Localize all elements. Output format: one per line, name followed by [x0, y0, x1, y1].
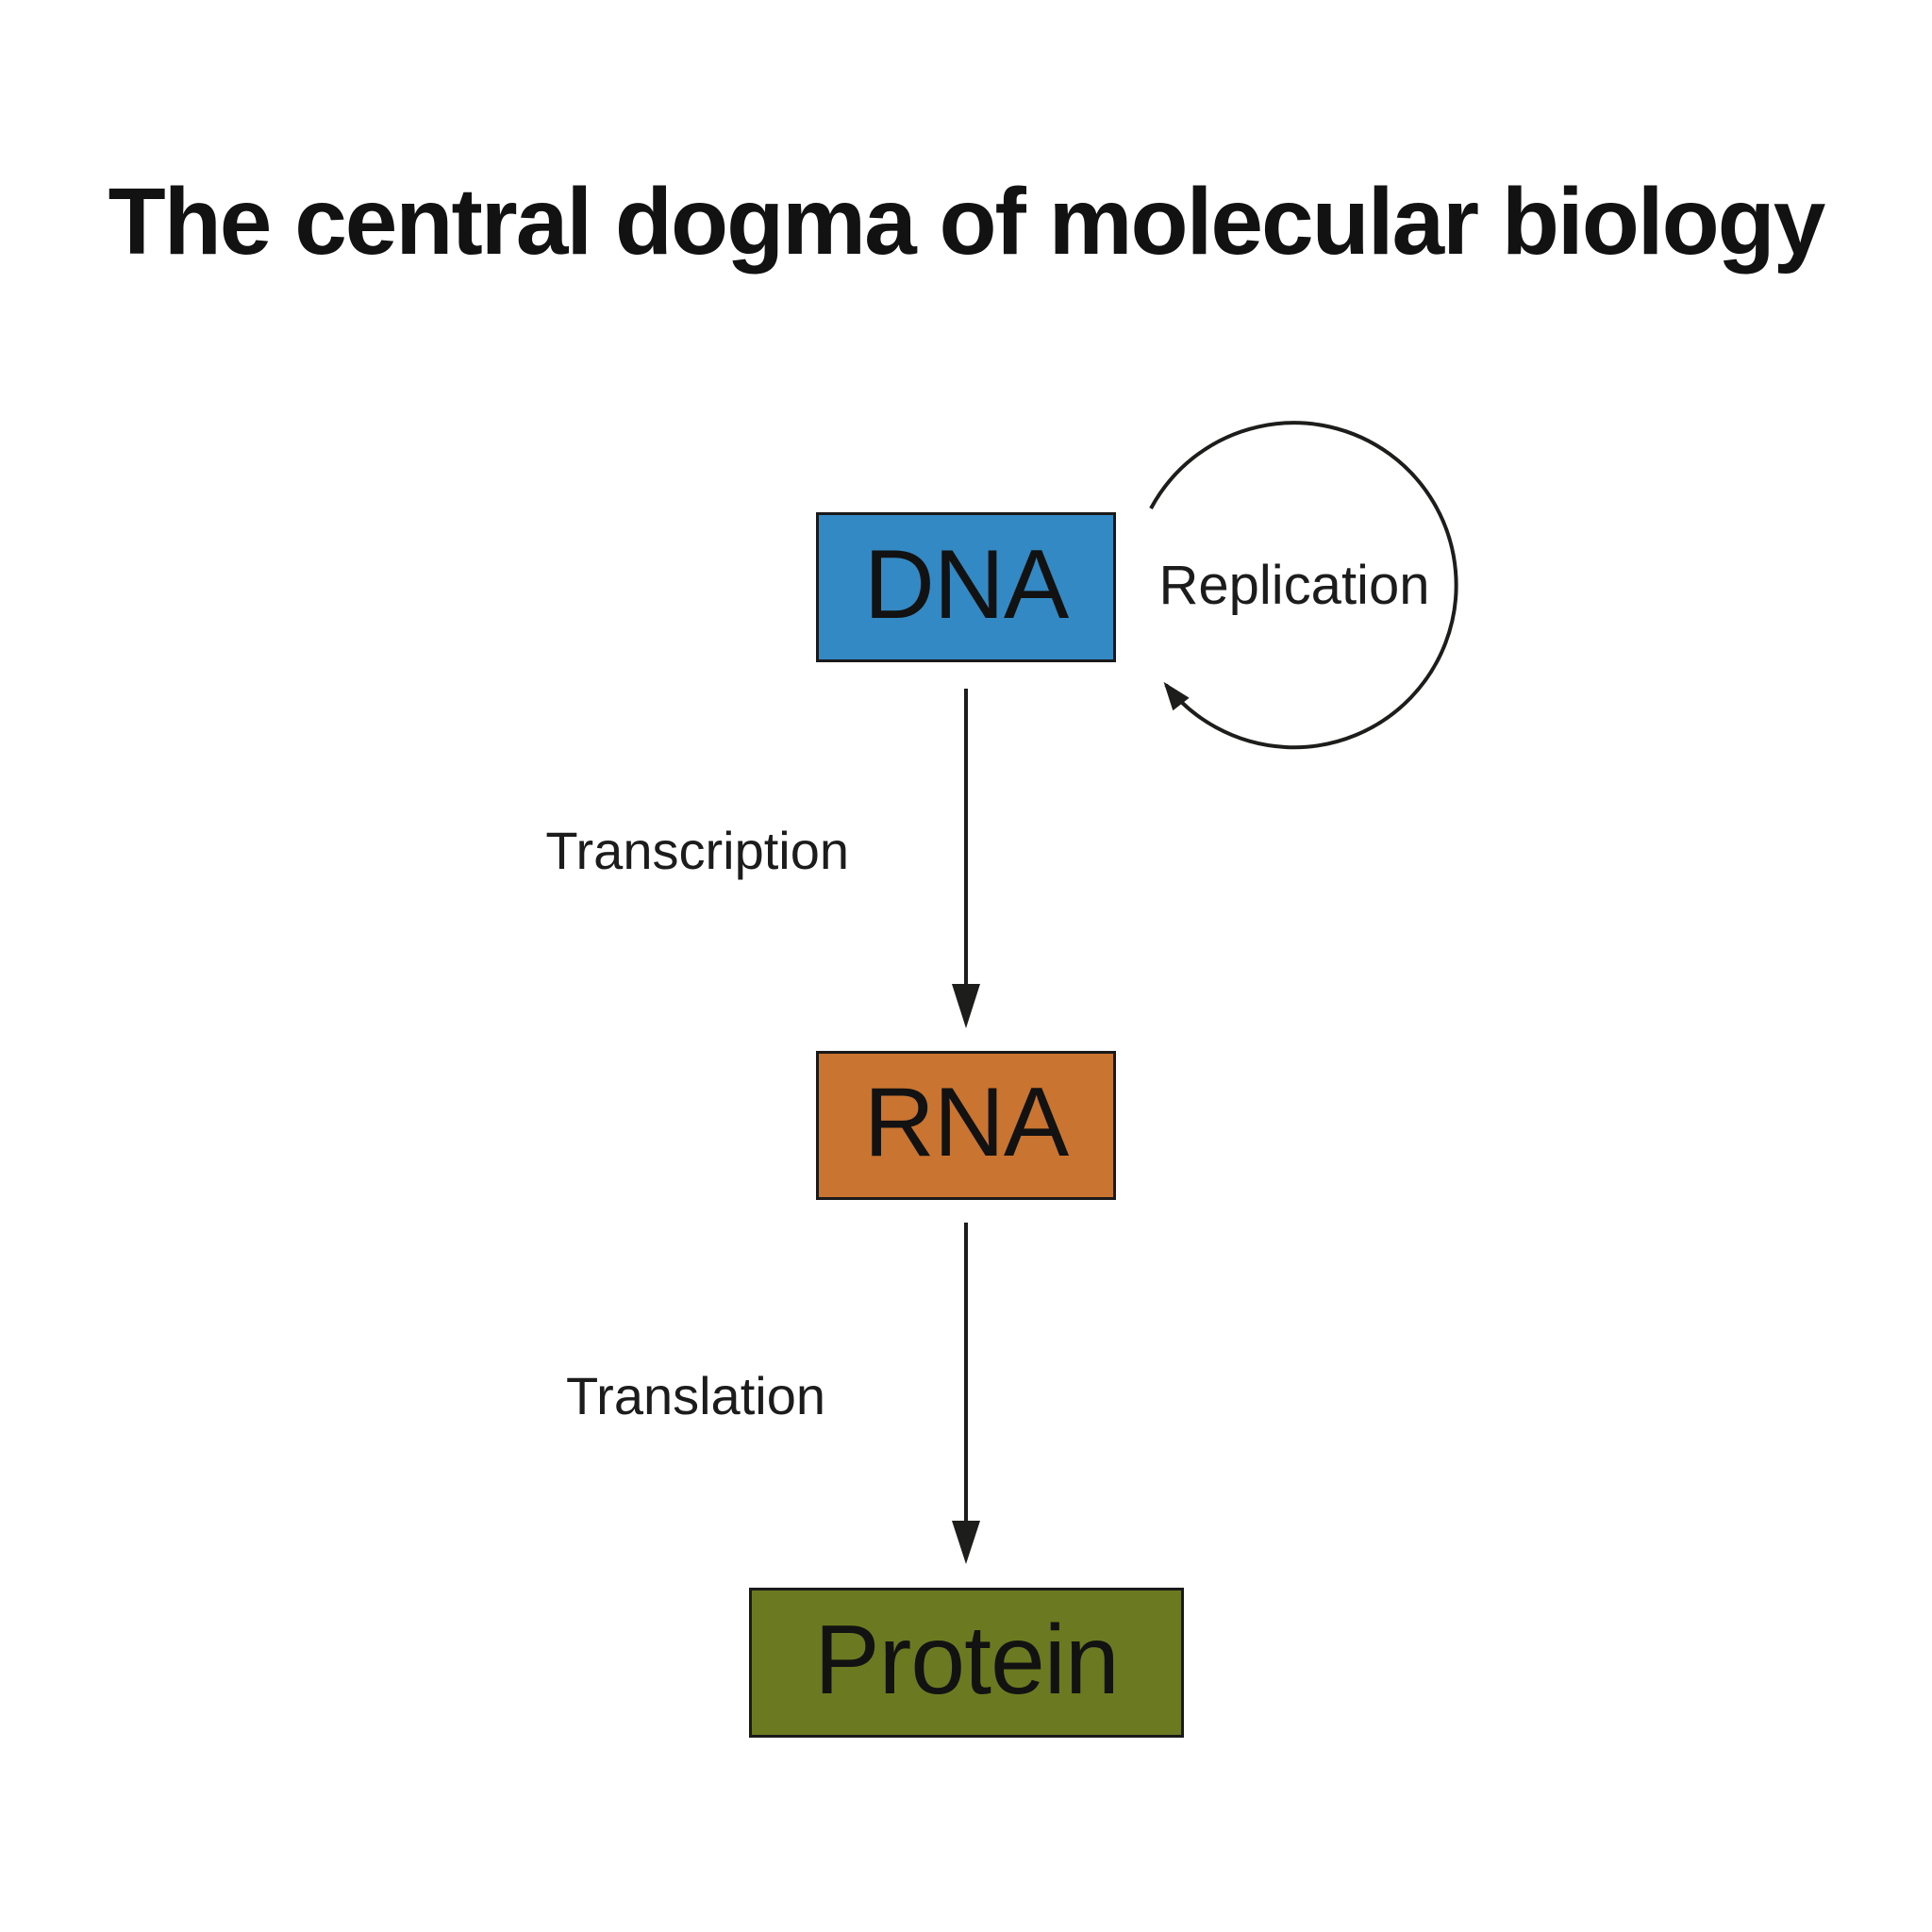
rna-node: RNA	[816, 1051, 1116, 1200]
translation-arrow	[952, 1223, 980, 1564]
replication-label: Replication	[1158, 555, 1430, 616]
transcription-arrow	[952, 689, 980, 1028]
translation-label: Translation	[566, 1366, 825, 1425]
dna-node-label: DNA	[863, 529, 1070, 640]
dna-node: DNA	[816, 512, 1116, 662]
page-title: The central dogma of molecular biology	[108, 169, 1826, 275]
protein-node-label: Protein	[814, 1605, 1120, 1715]
rna-node-label: RNA	[863, 1068, 1070, 1177]
protein-node: Protein	[749, 1588, 1184, 1738]
translation-arrowhead-icon	[952, 1521, 980, 1564]
replication-loop-arrow	[1149, 421, 1458, 750]
transcription-arrowhead-icon	[952, 984, 980, 1028]
transcription-label: Transcription	[545, 821, 849, 880]
